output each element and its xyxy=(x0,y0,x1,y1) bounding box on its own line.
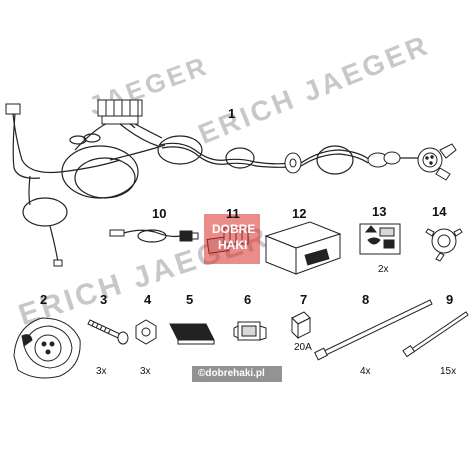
fuse xyxy=(291,311,311,340)
main-wiring-harness xyxy=(5,99,457,267)
label-item-10: 10 xyxy=(152,206,167,221)
label-item-3: 3 xyxy=(100,292,108,307)
qty-item-13: 2x xyxy=(378,264,389,275)
label-item-8: 8 xyxy=(362,292,370,307)
harness-grommet-2 xyxy=(367,151,401,168)
fuse-rating: 20A xyxy=(294,342,312,353)
label-item-11: 11 xyxy=(226,206,240,221)
connector-housing xyxy=(233,321,267,341)
label-item-14: 14 xyxy=(432,204,447,219)
label-item-1: 1 xyxy=(228,106,236,121)
site-credit: ©dobrehaki.pl xyxy=(198,368,265,379)
label-item-6: 6 xyxy=(244,292,252,307)
harness-grommet-1 xyxy=(284,152,302,174)
qty-item-9: 15x xyxy=(440,366,457,377)
instruction-sticker xyxy=(359,223,401,255)
stamp-text-1: DOBRE xyxy=(212,222,256,236)
cable-tie-small xyxy=(402,311,469,358)
adhesive-pad xyxy=(169,323,215,345)
dobre-haki-stamp xyxy=(204,214,260,264)
label-item-12: 12 xyxy=(292,206,307,221)
screw xyxy=(87,319,129,345)
harness-plug-left xyxy=(5,103,21,115)
label-item-13: 13 xyxy=(372,204,387,219)
site-credit-bar xyxy=(192,366,282,382)
harness-multipin-connector xyxy=(97,99,143,125)
label-item-9: 9 xyxy=(446,292,454,307)
label-item-2: 2 xyxy=(40,292,48,307)
label-item-4: 4 xyxy=(144,292,152,307)
qty-item-4: 3x xyxy=(140,366,151,377)
harness-ring-lead xyxy=(53,259,63,267)
gasket xyxy=(425,228,463,262)
nut xyxy=(135,319,157,345)
label-item-5: 5 xyxy=(186,292,194,307)
control-module xyxy=(264,221,342,275)
label-item-7: 7 xyxy=(300,292,308,307)
harness-round-plug xyxy=(417,143,457,181)
stamp-text-2: HAKI xyxy=(218,238,248,252)
towbar-socket xyxy=(13,317,81,379)
cable-tie-large xyxy=(314,299,433,361)
sensor-cable xyxy=(109,229,199,243)
qty-item-8: 4x xyxy=(360,366,371,377)
qty-item-3: 3x xyxy=(96,366,107,377)
